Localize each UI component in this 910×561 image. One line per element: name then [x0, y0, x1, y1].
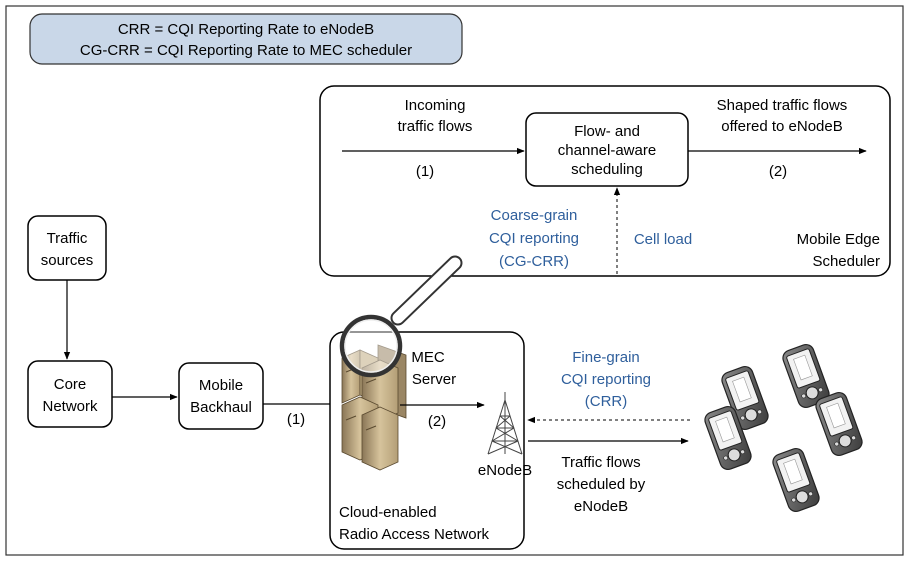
fine-grain-line-2: CQI reporting [561, 371, 651, 388]
legend-box: CRR = CQI Reporting Rate to eNodeB CG-CR… [29, 13, 463, 65]
mec-server-line-2: Server [412, 371, 456, 388]
scheduled-line-2: scheduled by [557, 476, 646, 493]
mec-step-1: (1) [416, 163, 434, 180]
scheduling-box [525, 112, 689, 187]
cran-step-2: (2) [428, 413, 446, 430]
cell-load-label: Cell load [634, 231, 692, 248]
scheduled-line-1: Traffic flows [561, 454, 640, 471]
mobile-backhaul-box: Mobile Backhaul [178, 362, 264, 430]
shaped-label-line-2: offered to eNodeB [721, 118, 842, 135]
mobile-phone-icon [772, 447, 820, 513]
core-network-box: Core Network [27, 360, 113, 428]
core-network-line-2: Network [42, 398, 98, 415]
scheduling-line-1: Flow- and [574, 123, 640, 140]
cran-title-line-1: Cloud-enabled [339, 504, 437, 521]
mec-step-2: (2) [769, 163, 787, 180]
mobile-devices-group [704, 343, 863, 513]
mec-title-line-1: Mobile Edge [797, 231, 880, 248]
mec-title-line-2: Scheduler [812, 253, 880, 270]
enodeb-label: eNodeB [478, 462, 532, 479]
scheduling-line-3: scheduling [571, 161, 643, 178]
incoming-label-line-2: traffic flows [398, 118, 473, 135]
incoming-label-line-1: Incoming [405, 97, 466, 114]
magnifier-icon [339, 255, 463, 378]
mobile-phone-icon [815, 391, 863, 457]
traffic-sources-box: Traffic sources [27, 215, 107, 281]
mobile-phone-icon [704, 405, 752, 471]
enodeb-antenna-icon [487, 392, 523, 455]
mobile-phone-icon [782, 343, 830, 409]
fine-grain-line-3: (CRR) [585, 393, 628, 410]
core-network-line-1: Core [54, 376, 87, 393]
mec-server-line-1: MEC [411, 349, 445, 366]
legend-line-2: CG-CRR = CQI Reporting Rate to MEC sched… [80, 42, 412, 59]
backhaul-line-1: Mobile [199, 377, 243, 394]
backhaul-step-1: (1) [287, 411, 305, 428]
traffic-sources-line-2: sources [41, 252, 94, 269]
scheduled-line-3: eNodeB [574, 498, 628, 515]
shaped-label-line-1: Shaped traffic flows [717, 97, 848, 114]
mobile-phone-icon [721, 365, 769, 431]
coarse-line-2: CQI reporting [489, 230, 579, 247]
traffic-sources-line-1: Traffic [47, 230, 88, 247]
coarse-line-1: Coarse-grain [491, 207, 578, 224]
mobile-edge-scheduler-panel: Incoming traffic flows (1) Flow- and cha… [319, 85, 891, 277]
scheduling-line-2: channel-aware [558, 142, 656, 159]
cran-title-line-2: Radio Access Network [339, 526, 490, 543]
backhaul-line-2: Backhaul [190, 399, 252, 416]
legend-line-1: CRR = CQI Reporting Rate to eNodeB [118, 21, 374, 38]
fine-grain-line-1: Fine-grain [572, 349, 640, 366]
coarse-line-3: (CG-CRR) [499, 253, 569, 270]
